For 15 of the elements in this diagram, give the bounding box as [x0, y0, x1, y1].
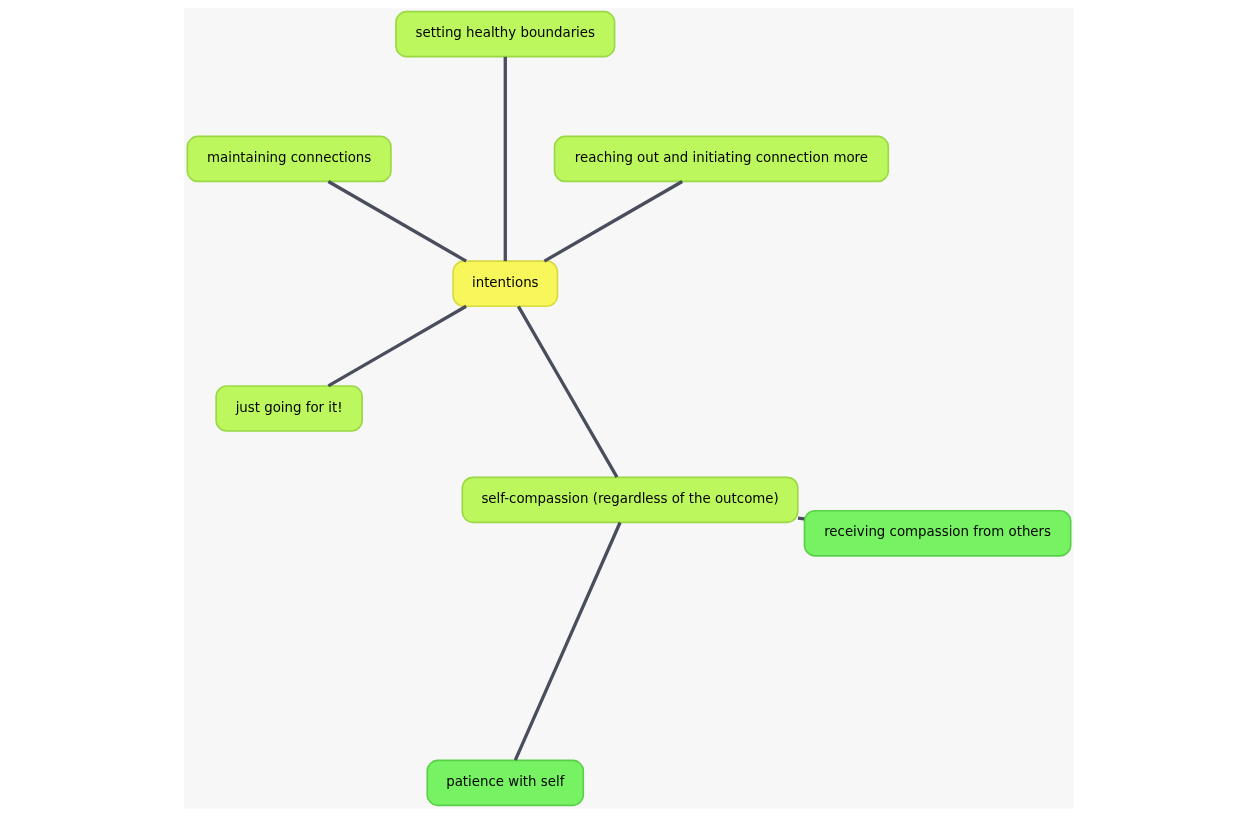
node-box: setting healthy boundaries: [394, 10, 615, 58]
connector: [797, 516, 804, 521]
connector: [513, 521, 622, 761]
node-box: reaching out and initiating connection more: [553, 135, 889, 183]
node-box: self-compassion (regardless of the outcome): [461, 476, 799, 524]
node-box: just going for it!: [214, 385, 363, 432]
node-box: maintaining connections: [186, 135, 392, 183]
node-box: patience with self: [425, 759, 584, 807]
connector: [543, 180, 683, 263]
connector: [503, 56, 507, 262]
connector: [327, 304, 467, 388]
node-box: receiving compassion from others: [803, 509, 1071, 557]
connector: [516, 305, 618, 478]
connector: [327, 180, 467, 263]
node-box: intentions: [451, 260, 558, 308]
